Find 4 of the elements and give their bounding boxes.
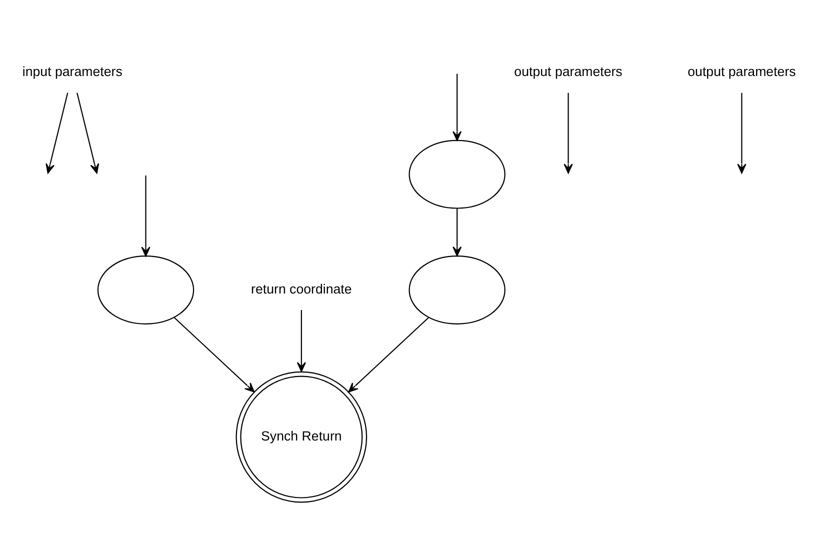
node-text: return coordinate [250, 280, 352, 296]
node-text: input parameters [22, 64, 122, 79]
node-text: output parameters [514, 64, 622, 79]
node-text: output parameters [687, 64, 796, 79]
